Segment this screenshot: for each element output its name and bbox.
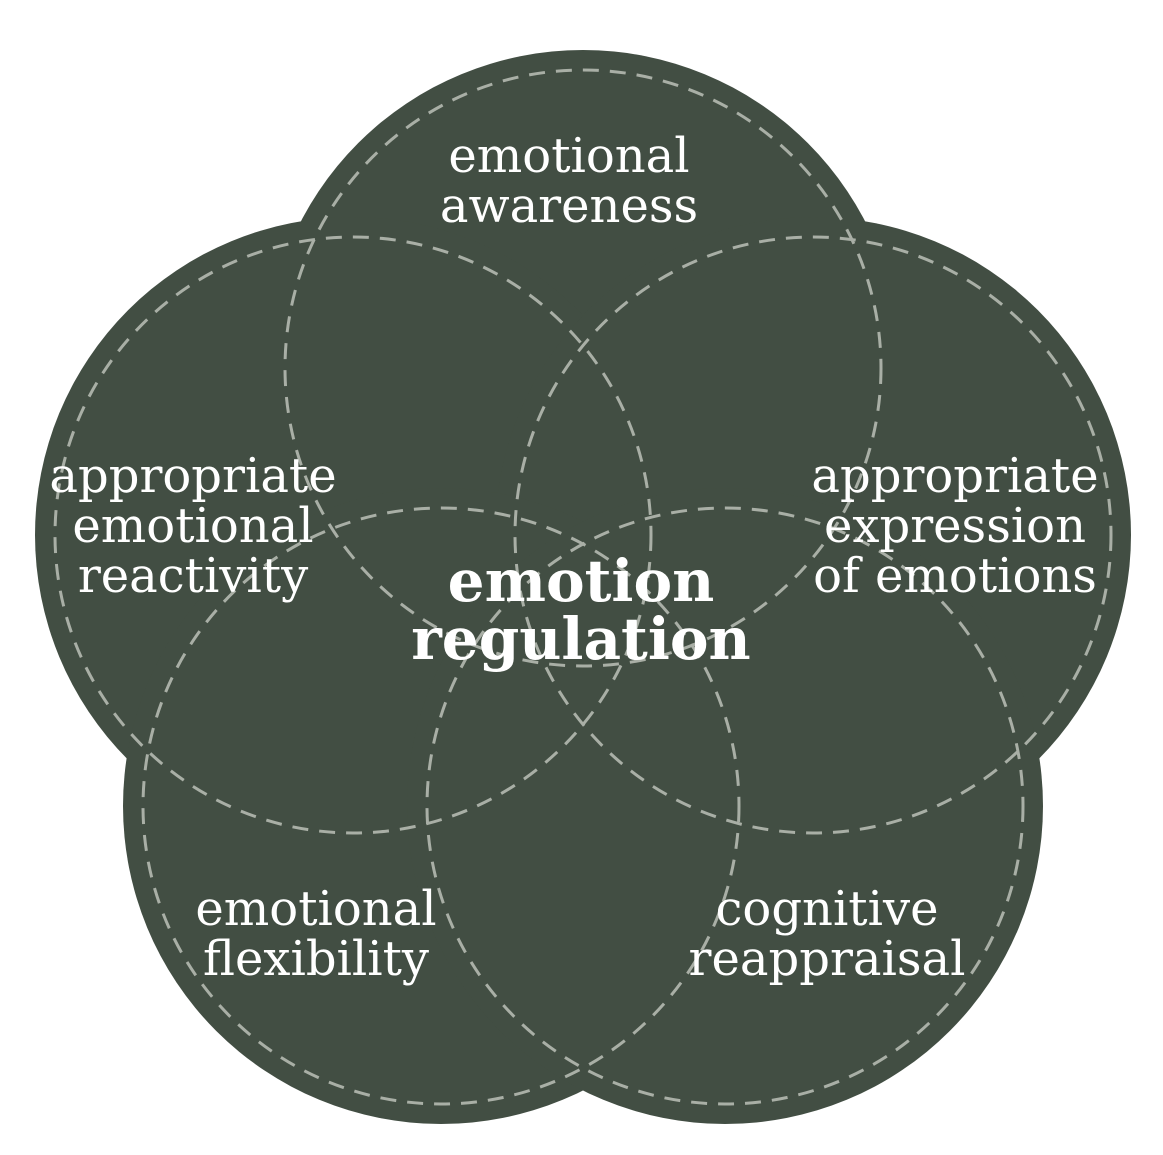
label-line: emotional xyxy=(72,498,313,554)
label-line: emotional xyxy=(195,881,436,937)
label-emotional-flexibility: emotional flexibility xyxy=(195,881,436,987)
center-title-line: emotion xyxy=(448,547,715,615)
label-line: appropriate xyxy=(49,448,336,504)
label-line: reactivity xyxy=(78,548,308,604)
dashed-circles xyxy=(53,68,1113,1106)
label-line: emotional xyxy=(448,128,689,184)
circle-lower-right-fill xyxy=(407,488,1043,1124)
label-line: expression xyxy=(824,498,1086,554)
label-line: reappraisal xyxy=(689,931,966,987)
label-line: flexibility xyxy=(203,931,429,987)
label-line: of emotions xyxy=(813,548,1097,604)
label-appropriate-expression-of-emotions: appropriate expression of emotions xyxy=(811,448,1098,604)
label-line: cognitive xyxy=(716,881,939,937)
circle-top-dashed-outline xyxy=(283,68,883,668)
center-title: emotion regulation xyxy=(411,547,750,673)
circle-lower-right-dashed-outline xyxy=(425,506,1025,1106)
filled-circles xyxy=(35,50,1131,1124)
circle-lower-left-dashed-outline xyxy=(141,506,741,1106)
circle-upper-left-dashed-outline xyxy=(53,235,653,835)
petal-labels: emotional awareness appropriate emotiona… xyxy=(49,128,1098,987)
label-emotional-awareness: emotional awareness xyxy=(440,128,698,234)
label-appropriate-emotional-reactivity: appropriate emotional reactivity xyxy=(49,448,336,604)
circle-upper-right-dashed-outline xyxy=(513,235,1113,835)
center-title-line: regulation xyxy=(411,605,750,673)
label-cognitive-reappraisal: cognitive reappraisal xyxy=(689,881,966,987)
label-line: appropriate xyxy=(811,448,1098,504)
label-line: awareness xyxy=(440,178,698,234)
